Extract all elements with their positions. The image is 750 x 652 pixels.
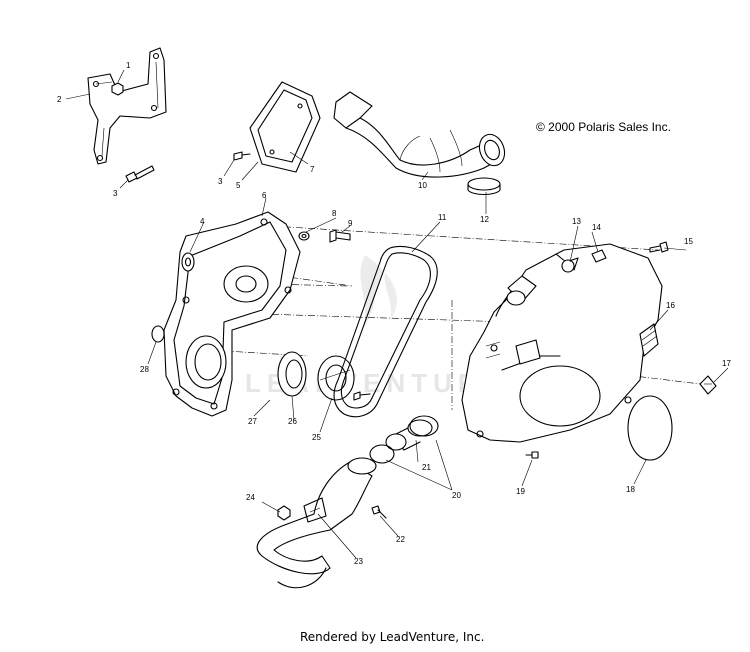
part-26-seal xyxy=(317,355,355,401)
part-14-label xyxy=(591,249,607,263)
callout-3-plate: 3 xyxy=(218,177,223,186)
callout-19: 19 xyxy=(516,487,525,496)
part-8-washer xyxy=(298,231,310,241)
callout-27: 27 xyxy=(248,417,257,426)
callout-1: 1 xyxy=(126,61,131,70)
callout-4: 4 xyxy=(200,217,205,226)
callout-20: 20 xyxy=(452,491,461,500)
footer-credit: Rendered by LeadVenture, Inc. xyxy=(300,630,484,644)
part-15-screw xyxy=(649,241,669,253)
part-18-disc xyxy=(627,395,673,461)
callout-10: 10 xyxy=(418,181,427,190)
part-12-grommet xyxy=(467,177,501,196)
callout-9: 9 xyxy=(348,219,353,228)
part-16-decal xyxy=(639,323,659,357)
callout-21: 21 xyxy=(422,463,431,472)
callout-22: 22 xyxy=(396,535,405,544)
part-19-screw xyxy=(525,451,539,459)
part-11-drive-belt xyxy=(333,245,438,418)
part-3-bolt-bracket xyxy=(125,165,155,183)
callout-numbers: 1 2 3 3 4 5 6 7 8 9 10 11 12 13 14 15 16… xyxy=(57,61,731,566)
callout-5: 5 xyxy=(236,181,241,190)
part-10-intake-duct xyxy=(333,91,506,178)
part-9-bolt xyxy=(329,229,351,243)
part-22-screw xyxy=(371,505,387,519)
part-17-decal xyxy=(699,375,717,395)
callout-7: 7 xyxy=(310,165,315,174)
callout-26: 26 xyxy=(288,417,297,426)
callout-13: 13 xyxy=(572,217,581,226)
callout-11: 11 xyxy=(438,213,447,222)
callout-24: 24 xyxy=(246,493,255,502)
callout-17: 17 xyxy=(722,359,731,368)
callout-25: 25 xyxy=(312,433,321,442)
part-4-washer xyxy=(181,252,195,272)
part-5-plate xyxy=(249,81,321,173)
part-21-coupler xyxy=(385,419,433,451)
part-24-nut xyxy=(277,505,291,521)
callout-2: 2 xyxy=(57,95,62,104)
part-23-intake-duct xyxy=(256,457,377,589)
callout-28: 28 xyxy=(140,365,149,374)
callout-16: 16 xyxy=(666,301,675,310)
part-2-bracket xyxy=(87,47,167,165)
part-13-outer-cover xyxy=(461,243,663,443)
callout-15: 15 xyxy=(684,237,693,246)
part-3-screw-plate xyxy=(233,151,251,161)
leader-lines xyxy=(65,69,729,559)
callout-18: 18 xyxy=(626,485,635,494)
callout-14: 14 xyxy=(592,223,601,232)
part-1-nut xyxy=(111,82,124,96)
callout-6: 6 xyxy=(262,191,267,200)
part-20-clamp xyxy=(369,415,439,464)
callout-23: 23 xyxy=(354,557,363,566)
part-25-screw xyxy=(353,391,371,401)
part-27-seal xyxy=(277,351,307,397)
callout-3-bracket: 3 xyxy=(113,189,118,198)
copyright-notice: © 2000 Polaris Sales Inc. xyxy=(536,120,671,134)
callout-8: 8 xyxy=(332,209,337,218)
part-28-plug xyxy=(151,325,165,343)
callout-12: 12 xyxy=(480,215,489,224)
